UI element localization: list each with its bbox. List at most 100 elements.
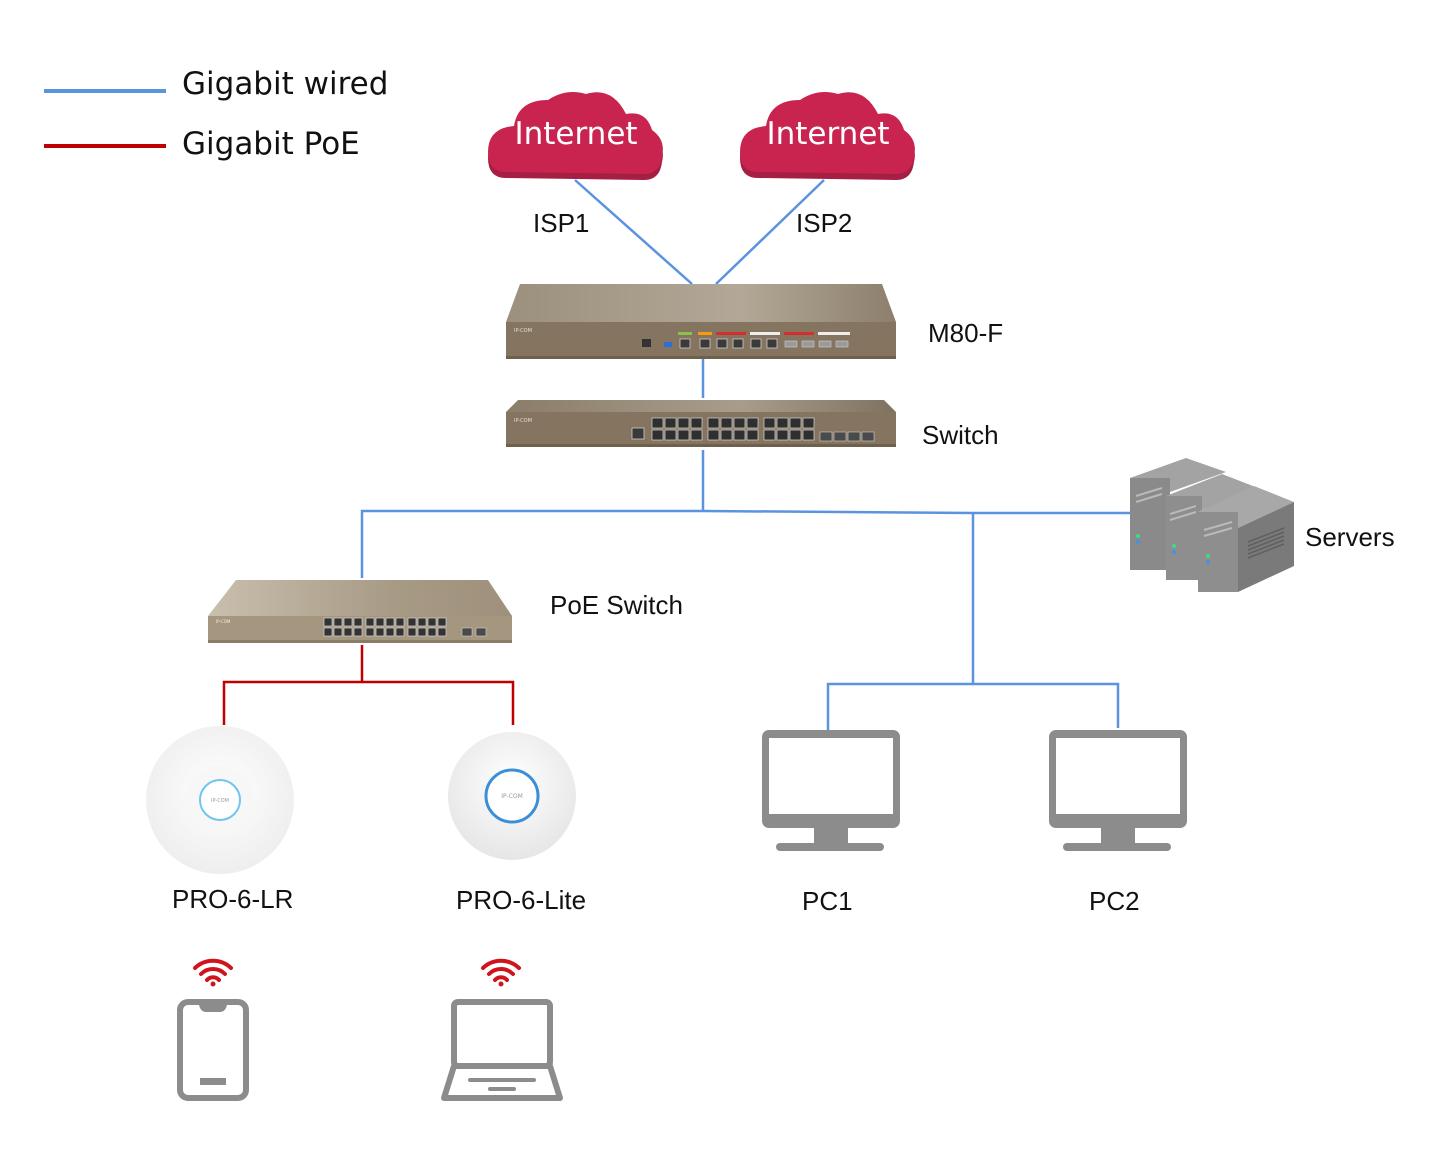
access-point-icon: IP-COM — [448, 732, 576, 860]
wifi-icon — [193, 958, 233, 987]
ethernet-port — [690, 417, 703, 429]
ethernet-port — [664, 417, 677, 429]
link-bus — [360, 509, 1131, 578]
ethernet-port — [763, 417, 776, 429]
svg-text:IP-COM: IP-COM — [514, 328, 532, 334]
ethernet-port — [776, 429, 789, 441]
ethernet-port — [375, 627, 385, 637]
ethernet-port — [385, 617, 395, 627]
svg-text:IP-COM: IP-COM — [501, 793, 523, 800]
ap2-label: PRO-6-Lite — [456, 885, 587, 915]
internet-cloud-isp2: Internet — [738, 86, 918, 182]
router-m80-f: IP-COM — [504, 282, 898, 360]
server-rack-icon — [1130, 458, 1294, 592]
wifi-signal-phone — [190, 952, 236, 988]
access-point-icon: IP-COM — [146, 726, 294, 874]
isp2-label: ISP2 — [796, 208, 853, 238]
poe-switch: IP-COM — [206, 578, 514, 646]
ethernet-port — [707, 429, 720, 441]
smartphone — [176, 998, 250, 1102]
ethernet-port — [333, 627, 343, 637]
ethernet-port — [385, 627, 395, 637]
ethernet-port — [395, 617, 405, 627]
ethernet-port — [677, 417, 690, 429]
ethernet-port — [353, 627, 363, 637]
ethernet-port — [417, 627, 427, 637]
ethernet-port — [690, 429, 703, 441]
ethernet-port — [323, 627, 333, 637]
ethernet-port — [707, 417, 720, 429]
link-isp2 — [715, 179, 825, 285]
ethernet-port — [395, 627, 405, 637]
ethernet-port — [427, 617, 437, 627]
link-poe-branch — [222, 680, 515, 725]
link-pc-branch — [826, 682, 1120, 730]
ethernet-port — [437, 617, 447, 627]
legend-poe-label: Gigabit PoE — [182, 126, 360, 162]
ethernet-port — [776, 417, 789, 429]
ethernet-port — [746, 417, 759, 429]
access-point-pro-6-lr: IP-COM — [144, 724, 296, 876]
router-icon: IP-COM — [506, 284, 896, 359]
svg-text:IP-COM: IP-COM — [211, 798, 229, 804]
ethernet-port — [651, 417, 664, 429]
ethernet-port — [343, 617, 353, 627]
pc1 — [758, 728, 904, 854]
ethernet-port — [789, 417, 802, 429]
ethernet-port — [417, 617, 427, 627]
ethernet-port — [353, 617, 363, 627]
ethernet-port — [733, 429, 746, 441]
svg-text:IP-COM: IP-COM — [216, 619, 231, 624]
ethernet-port — [789, 429, 802, 441]
smartphone-icon — [177, 999, 249, 1101]
internet-cloud-isp1: Internet — [486, 86, 666, 182]
ethernet-port — [407, 627, 417, 637]
ethernet-port — [720, 429, 733, 441]
cloud-label: Internet — [766, 116, 890, 152]
switch-icon: IP-COM — [506, 400, 896, 447]
svg-text:IP-COM: IP-COM — [514, 418, 532, 424]
core-switch: IP-COM — [504, 398, 898, 450]
ethernet-port — [664, 429, 677, 441]
ethernet-port — [651, 429, 664, 441]
cloud-icon — [740, 92, 915, 180]
ethernet-port — [375, 617, 385, 627]
ethernet-port — [720, 417, 733, 429]
poe-switch-label: PoE Switch — [550, 590, 683, 620]
router-label: M80-F — [928, 318, 1004, 348]
ethernet-port — [427, 627, 437, 637]
ethernet-port — [733, 417, 746, 429]
cloud-icon — [488, 92, 663, 180]
ethernet-port — [802, 417, 815, 429]
wifi-signal-laptop — [478, 952, 524, 988]
servers-label: Servers — [1305, 522, 1395, 552]
cloud-label: Internet — [514, 116, 638, 152]
ethernet-port — [365, 627, 375, 637]
link-isp1 — [574, 179, 693, 285]
ethernet-port — [802, 429, 815, 441]
ethernet-port — [365, 617, 375, 627]
wifi-icon — [481, 958, 521, 987]
ethernet-port — [677, 429, 690, 441]
legend-wired-label: Gigabit wired — [182, 66, 389, 102]
monitor-icon — [1049, 730, 1187, 851]
isp1-label: ISP1 — [533, 208, 590, 238]
ethernet-port — [746, 429, 759, 441]
pc2 — [1045, 728, 1191, 854]
ethernet-port — [407, 617, 417, 627]
ethernet-port — [343, 627, 353, 637]
laptop-icon — [441, 999, 563, 1101]
switch-label: Switch — [922, 420, 999, 450]
pc1-label: PC1 — [802, 886, 853, 916]
access-point-pro-6-lite: IP-COM — [446, 730, 578, 862]
servers — [1128, 456, 1298, 596]
pc2-label: PC2 — [1089, 886, 1140, 916]
laptop — [438, 998, 566, 1104]
ethernet-port — [323, 617, 333, 627]
ap1-label: PRO-6-LR — [172, 884, 294, 914]
monitor-icon — [762, 730, 900, 851]
ethernet-port — [333, 617, 343, 627]
poe-switch-icon: IP-COM — [208, 580, 512, 643]
ethernet-port — [437, 627, 447, 637]
